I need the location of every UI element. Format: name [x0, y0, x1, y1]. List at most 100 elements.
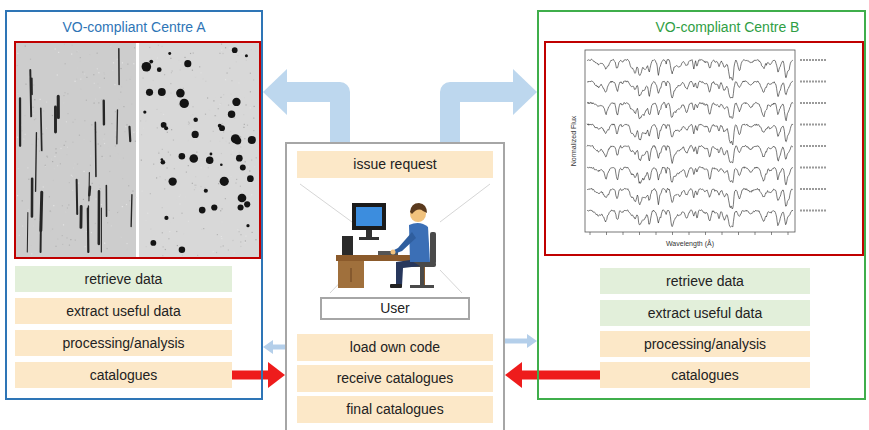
image-noise — [253, 130, 254, 131]
star-dot — [146, 89, 153, 96]
step-label: extract useful data — [66, 303, 180, 320]
image-noise — [111, 123, 112, 124]
flow-arrow — [263, 340, 285, 354]
image-noise — [72, 190, 73, 191]
star-dot — [157, 67, 162, 72]
monitor — [352, 203, 386, 230]
image-noise — [25, 134, 26, 135]
axis-tick — [771, 232, 772, 235]
image-noise — [234, 252, 235, 253]
image-noise — [145, 220, 146, 221]
image-noise — [244, 138, 245, 139]
sky-images — [15, 42, 260, 258]
step-label: issue request — [353, 156, 436, 173]
image-noise — [126, 124, 127, 125]
image-noise — [135, 197, 136, 198]
image-noise — [97, 68, 98, 69]
person-hand — [391, 250, 396, 255]
image-noise — [65, 63, 66, 64]
trace-tag — [800, 188, 826, 190]
image-noise — [192, 114, 193, 115]
image-noise — [104, 243, 105, 244]
image-noise — [103, 72, 104, 73]
image-noise — [38, 139, 39, 140]
image-noise — [183, 233, 184, 234]
backdrop-line — [300, 184, 352, 222]
image-noise — [119, 99, 120, 100]
image-noise — [255, 51, 256, 52]
axis-tick — [623, 232, 624, 235]
image-noise — [240, 241, 241, 242]
image-noise — [91, 124, 92, 125]
star-dot — [168, 52, 171, 55]
image-noise — [248, 166, 249, 167]
step-box: receive catalogues — [297, 365, 493, 392]
image-noise — [93, 74, 94, 75]
image-noise — [119, 160, 120, 161]
image-noise — [195, 77, 196, 78]
image-noise — [221, 208, 222, 209]
image-noise — [197, 255, 198, 256]
monitor-stand — [366, 230, 372, 238]
image-noise — [250, 91, 251, 92]
person-arm — [392, 232, 416, 254]
image-noise — [221, 44, 222, 45]
star-dot — [245, 54, 248, 57]
image-noise — [64, 145, 65, 146]
image-noise — [109, 210, 110, 211]
image-noise — [135, 141, 136, 142]
image-noise — [162, 255, 163, 256]
image-noise — [57, 238, 58, 239]
image-noise — [50, 230, 51, 231]
image-noise — [251, 194, 252, 195]
image-noise — [115, 130, 116, 131]
image-noise — [71, 175, 72, 176]
step-box: processing/analysis — [15, 330, 232, 356]
image-noise — [120, 92, 121, 93]
spectrum-trace — [587, 102, 793, 121]
image-noise — [50, 211, 51, 212]
image-noise — [163, 246, 164, 247]
image-noise — [250, 73, 251, 74]
image-noise — [193, 52, 194, 53]
image-noise — [126, 243, 127, 244]
image-noise — [97, 83, 98, 84]
arrow-head — [268, 362, 285, 388]
image-noise — [43, 110, 44, 111]
image-noise — [112, 70, 113, 71]
image-noise — [68, 204, 69, 205]
spectrum-trace — [587, 210, 793, 227]
image-noise — [85, 246, 86, 247]
image-noise — [33, 241, 34, 242]
image-noise — [179, 196, 180, 197]
image-noise — [66, 237, 67, 238]
trace-tag — [800, 145, 826, 147]
image-noise — [195, 187, 196, 188]
image-noise — [221, 238, 222, 239]
image-noise — [240, 186, 241, 187]
image-noise — [201, 229, 202, 230]
image-noise — [220, 97, 221, 98]
image-noise — [243, 127, 244, 128]
image-noise — [251, 49, 252, 50]
image-noise — [131, 103, 132, 104]
image-noise — [79, 135, 80, 136]
image-noise — [109, 171, 110, 172]
image-noise — [179, 203, 180, 204]
image-noise — [229, 68, 230, 69]
image-noise — [238, 229, 239, 230]
image-noise — [170, 93, 171, 94]
image-noise — [233, 240, 234, 241]
image-noise — [216, 252, 217, 253]
trace-tag — [800, 59, 826, 61]
image-noise — [246, 60, 247, 61]
image-noise — [28, 209, 29, 210]
star-dot — [180, 99, 189, 108]
image-noise — [84, 120, 85, 121]
flow-arrow — [263, 69, 340, 142]
image-noise — [128, 185, 129, 186]
image-noise — [39, 150, 40, 151]
image-noise — [98, 102, 99, 103]
image-noise — [107, 222, 108, 223]
image-noise — [184, 57, 185, 58]
